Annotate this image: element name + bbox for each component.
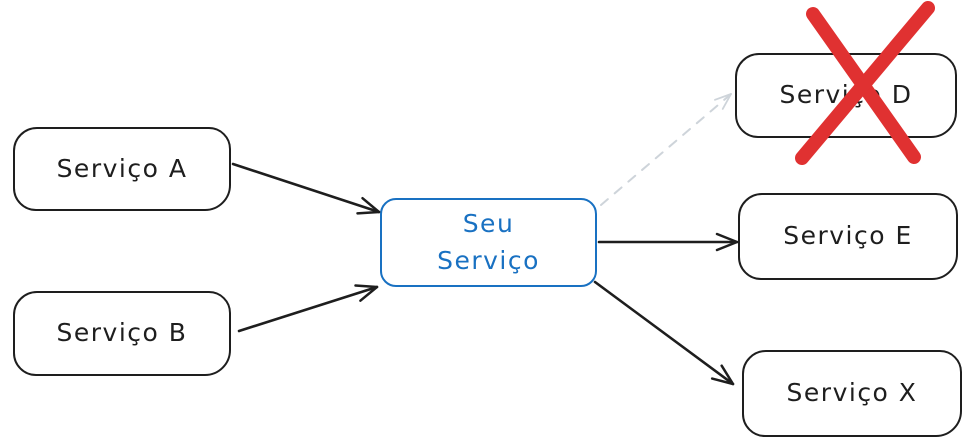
edge-seu-servico-to-servico-x[interactable] xyxy=(593,280,735,386)
node-label: Serviço E xyxy=(783,221,913,251)
node-servico-x[interactable]: Serviço X xyxy=(742,350,962,437)
edge-servico-a-to-seu-servico[interactable] xyxy=(231,162,381,215)
node-label-line-1: Seu xyxy=(462,209,515,239)
node-servico-a[interactable]: Serviço A xyxy=(13,127,231,211)
edge-seu-servico-to-servico-d[interactable] xyxy=(600,93,732,206)
edge-servico-b-to-seu-servico[interactable] xyxy=(237,284,379,333)
node-servico-e[interactable]: Serviço E xyxy=(738,193,958,280)
node-label: Seu Serviço xyxy=(437,206,540,279)
node-label: Serviço D xyxy=(779,80,913,110)
node-servico-b[interactable]: Serviço B xyxy=(13,291,231,376)
node-seu-servico[interactable]: Seu Serviço xyxy=(380,198,597,287)
node-label-line-2: Serviço xyxy=(437,245,540,275)
node-servico-d[interactable]: Serviço D xyxy=(735,53,957,138)
node-label: Serviço X xyxy=(786,378,918,408)
node-label: Serviço B xyxy=(56,318,188,348)
node-label: Serviço A xyxy=(56,153,188,183)
